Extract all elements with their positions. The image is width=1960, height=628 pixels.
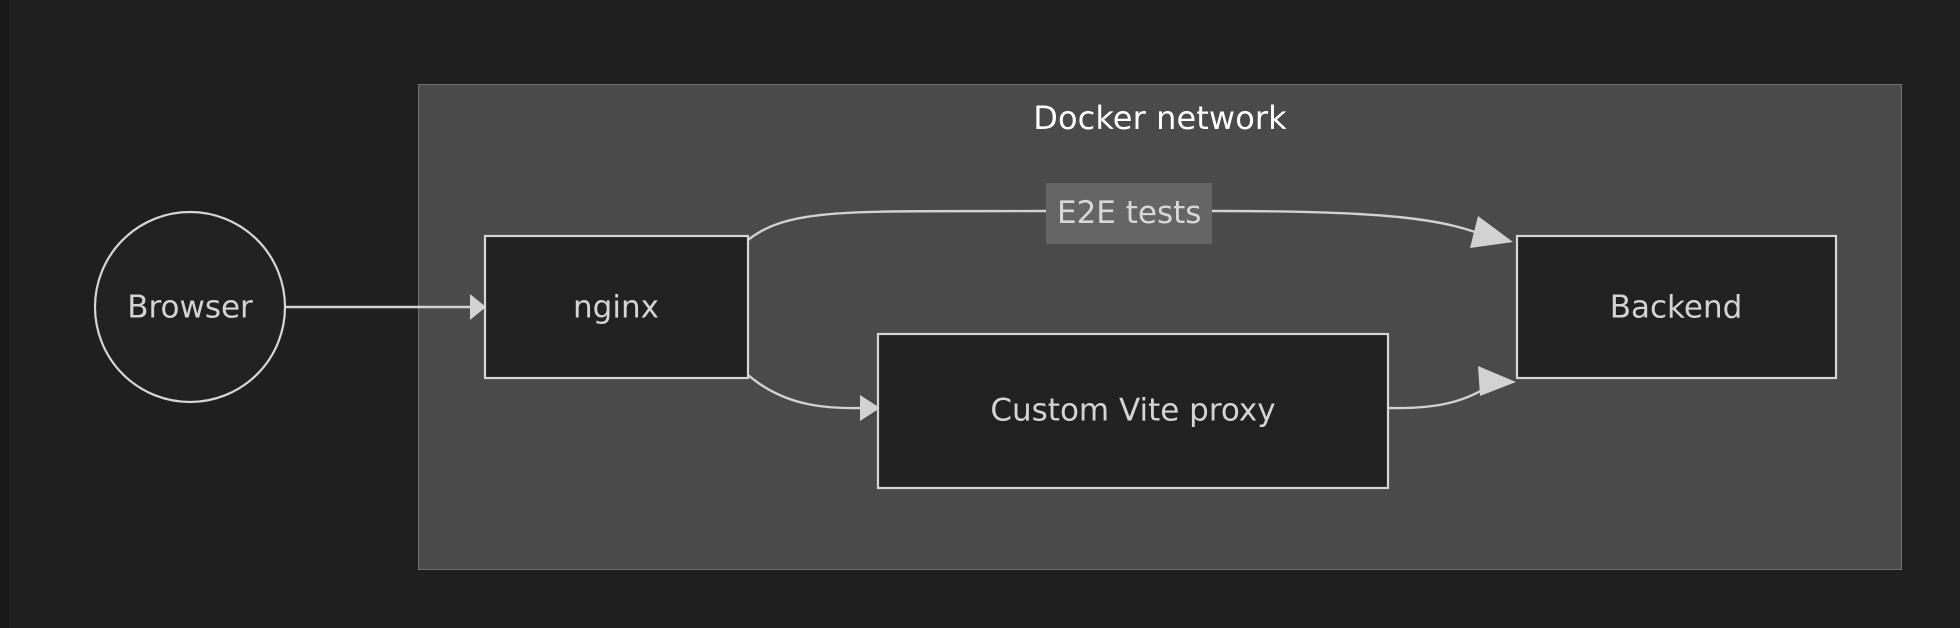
- nginx-label: nginx: [573, 290, 659, 326]
- backend-label: Backend: [1610, 290, 1743, 326]
- node-custom-vite-proxy[interactable]: Custom Vite proxy: [876, 332, 1390, 490]
- edge-label-e2e-tests: E2E tests: [1046, 183, 1213, 244]
- custom-vite-proxy-label: Custom Vite proxy: [990, 393, 1275, 429]
- node-nginx[interactable]: nginx: [483, 234, 750, 380]
- docker-network-title: Docker network: [1033, 99, 1287, 137]
- backend-box: [1515, 234, 1838, 380]
- edge-browser-to-nginx: [286, 294, 486, 320]
- edge-nginx-to-vite-proxy: [747, 374, 880, 421]
- node-backend[interactable]: Backend: [1515, 234, 1838, 380]
- browser-circle: [93, 210, 287, 404]
- left-edge-gutter: [0, 0, 9, 628]
- edge-vite-proxy-to-backend: [1387, 366, 1516, 410]
- node-browser[interactable]: Browser: [93, 210, 287, 404]
- browser-label: Browser: [127, 290, 253, 326]
- custom-vite-proxy-box: [876, 332, 1390, 490]
- nginx-box: [483, 234, 750, 380]
